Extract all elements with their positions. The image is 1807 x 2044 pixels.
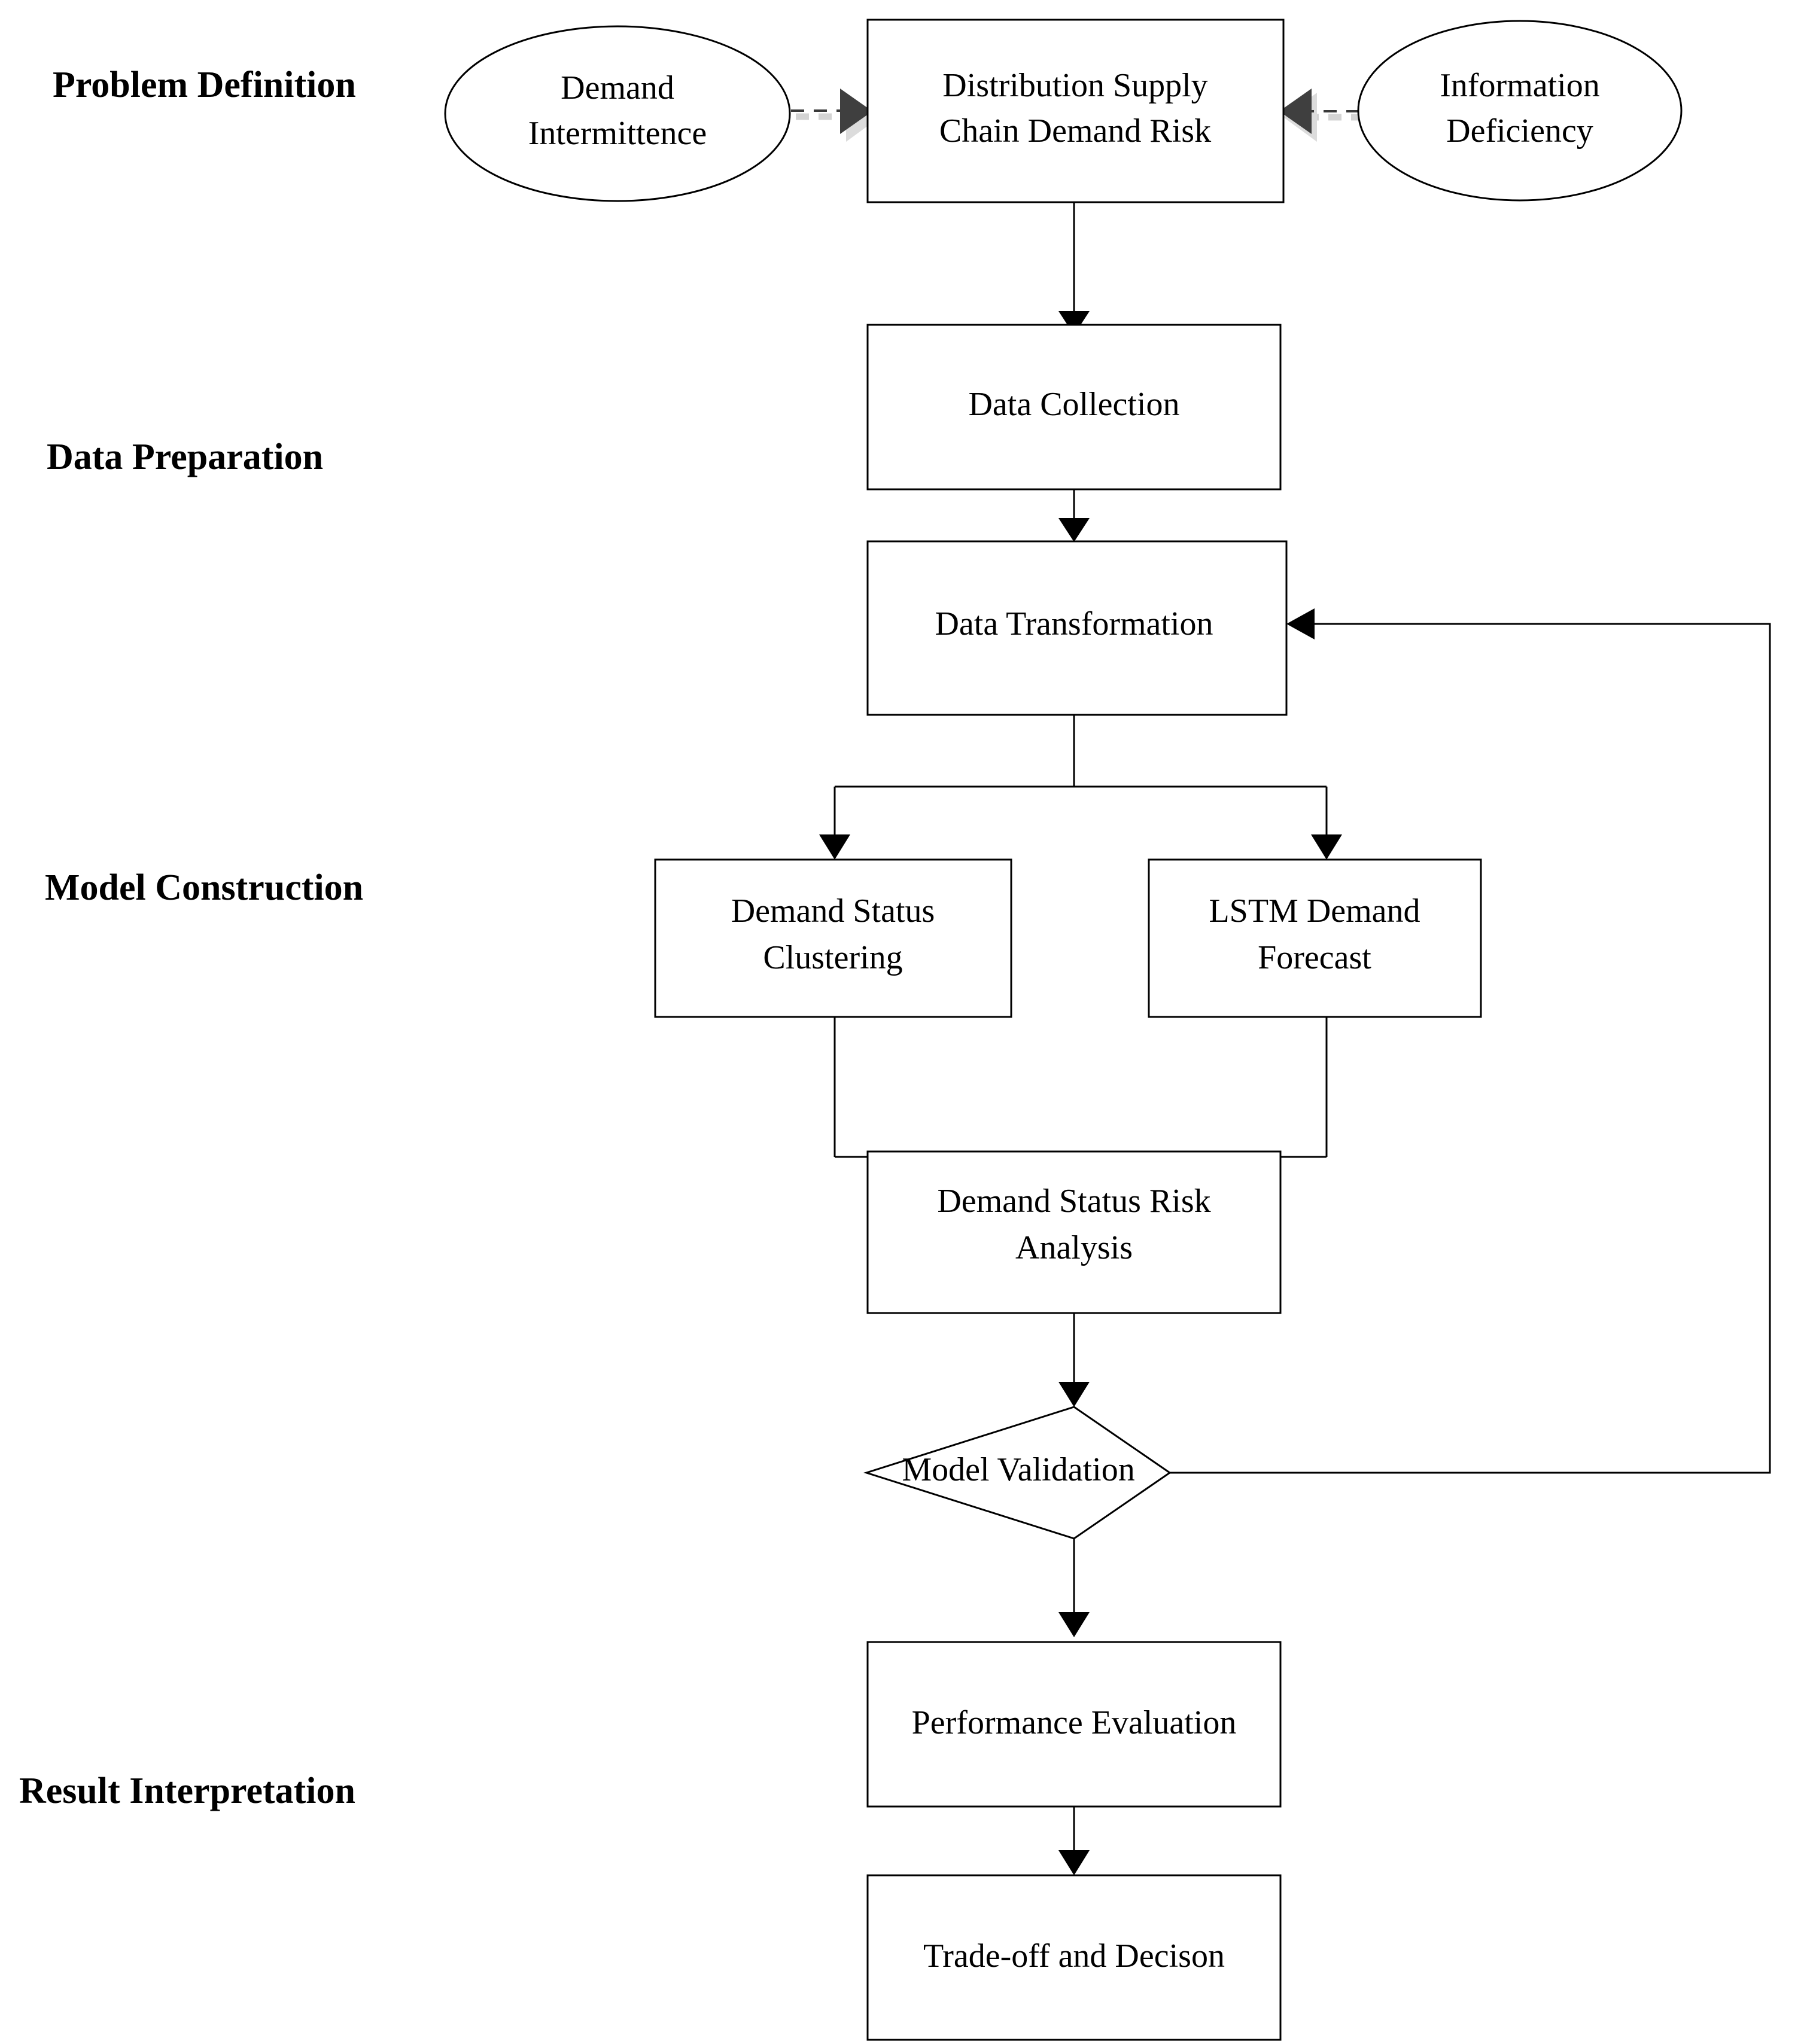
performance-evaluation-shape: [866, 1641, 1282, 1808]
model-validation-label: Model Validation: [902, 1451, 1134, 1488]
edge-validation-to-performance: [1058, 1539, 1090, 1637]
node-trade-off-and-decision[interactable]: Trade-off and Decison: [866, 1874, 1282, 2041]
data-collection-shape: [866, 324, 1282, 491]
edge-performance-to-tradeoff: [1058, 1807, 1090, 1875]
demand-status-clustering-shape: [654, 858, 1012, 1018]
node-performance-evaluation[interactable]: Performance Evaluation: [866, 1641, 1282, 1808]
stage-label-result-interpretation: Result Interpretation: [19, 1771, 355, 1811]
trade-off-and-decision-label: Trade-off and Decison: [923, 1938, 1225, 1975]
stage-label-problem-definition: Problem Definition: [53, 65, 356, 105]
model-validation-shape: [863, 1406, 1172, 1540]
demand-status-risk-analysis-label-line1: Demand Status Risk: [937, 1183, 1210, 1220]
node-information-deficiency[interactable]: Information Deficiency: [1357, 20, 1683, 202]
data-collection-label: Data Collection: [968, 386, 1179, 423]
supply-chain-demand-risk-label-line1: Distribution Supply: [942, 67, 1207, 104]
node-data-collection[interactable]: Data Collection: [866, 324, 1282, 491]
demand-intermittence-label-line1: Demand: [561, 69, 674, 106]
supply-chain-demand-risk-shape: [866, 19, 1285, 203]
stage-label-data-preparation: Data Preparation: [47, 437, 323, 477]
information-deficiency-label-line2: Deficiency: [1446, 112, 1593, 150]
data-transformation-label: Data Transformation: [935, 605, 1213, 642]
node-model-validation[interactable]: Model Validation: [863, 1406, 1172, 1540]
data-transformation-shape: [866, 540, 1288, 716]
supply-chain-demand-risk-label-line2: Chain Demand Risk: [939, 112, 1211, 150]
information-deficiency-shape: [1357, 20, 1683, 202]
demand-intermittence-label-line2: Intermittence: [528, 115, 707, 152]
edge-data-collection-to-transformation: [1058, 489, 1090, 542]
edge-information-deficiency-to-risk: [1279, 89, 1364, 142]
demand-status-clustering-label-line2: Clustering: [763, 939, 902, 976]
node-demand-status-risk-analysis[interactable]: Demand Status Risk Analysis: [866, 1150, 1282, 1314]
demand-intermittence-shape: [444, 25, 791, 202]
edge-validation-feedback-to-transformation: [1170, 608, 1771, 1474]
lstm-demand-forecast-label-line2: Forecast: [1258, 939, 1371, 976]
demand-status-risk-analysis-label-line2: Analysis: [1015, 1229, 1133, 1266]
edge-demand-intermittence-to-risk: [791, 89, 880, 142]
node-supply-chain-demand-risk[interactable]: Distribution Supply Chain Demand Risk: [866, 19, 1285, 203]
edge-risk-to-data-collection: [1058, 202, 1090, 335]
node-lstm-demand-forecast[interactable]: LSTM Demand Forecast: [1148, 858, 1482, 1018]
information-deficiency-label-line1: Information: [1440, 67, 1599, 104]
demand-status-clustering-label-line1: Demand Status: [731, 892, 935, 930]
demand-status-risk-analysis-shape: [866, 1150, 1282, 1314]
lstm-demand-forecast-shape: [1148, 858, 1482, 1018]
performance-evaluation-label: Performance Evaluation: [912, 1704, 1237, 1741]
edge-transformation-split: [819, 715, 1342, 860]
stage-label-model-construction: Model Construction: [45, 867, 363, 908]
trade-off-and-decision-shape: [866, 1874, 1282, 2041]
node-demand-intermittence[interactable]: Demand Intermittence: [444, 25, 791, 202]
node-data-transformation[interactable]: Data Transformation: [866, 540, 1288, 716]
edge-risk-analysis-to-validation: [1058, 1313, 1090, 1407]
lstm-demand-forecast-label-line1: LSTM Demand: [1209, 892, 1420, 930]
node-demand-status-clustering[interactable]: Demand Status Clustering: [654, 858, 1012, 1018]
